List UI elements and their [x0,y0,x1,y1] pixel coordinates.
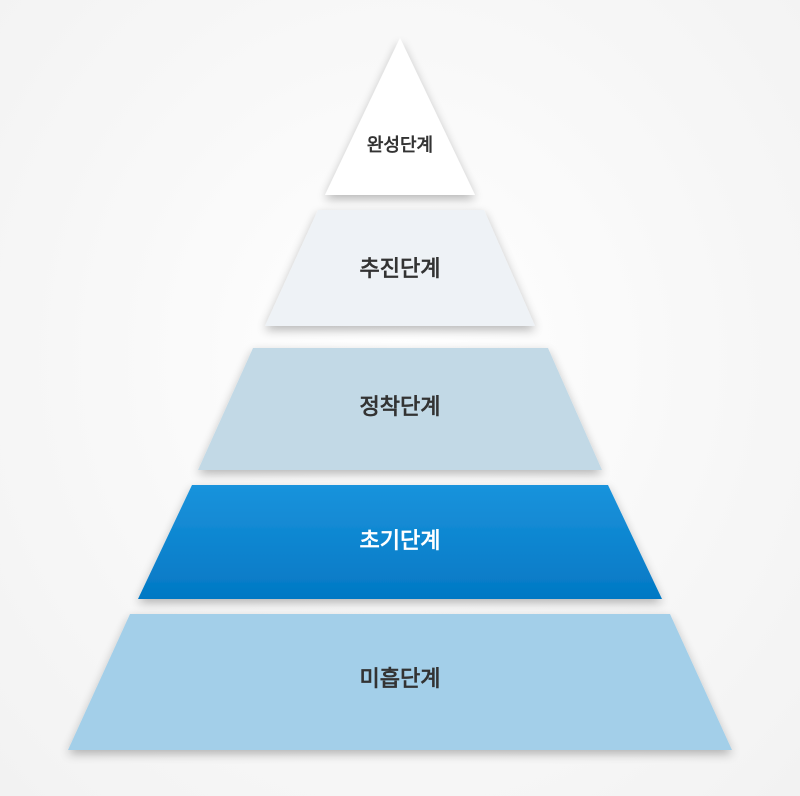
level-shape-completion [325,38,475,195]
level-label-initial: 초기단계 [360,529,441,554]
level-shape-progress [265,210,535,326]
level-label-insufficient: 미흡단계 [360,667,441,692]
level-3-settled: 정착단계 [198,348,602,470]
level-4-initial: 초기단계 [138,485,662,599]
level-shape-insufficient [68,614,732,750]
level-shape-initial [138,485,662,599]
level-label-settled: 정착단계 [360,395,441,420]
level-1-completion: 완성단계 [325,38,475,195]
level-shape-settled [198,348,602,470]
level-label-completion: 완성단계 [367,135,433,156]
level-5-insufficient: 미흡단계 [68,614,732,750]
level-label-progress: 추진단계 [360,257,441,282]
level-2-progress: 추진단계 [265,210,535,326]
